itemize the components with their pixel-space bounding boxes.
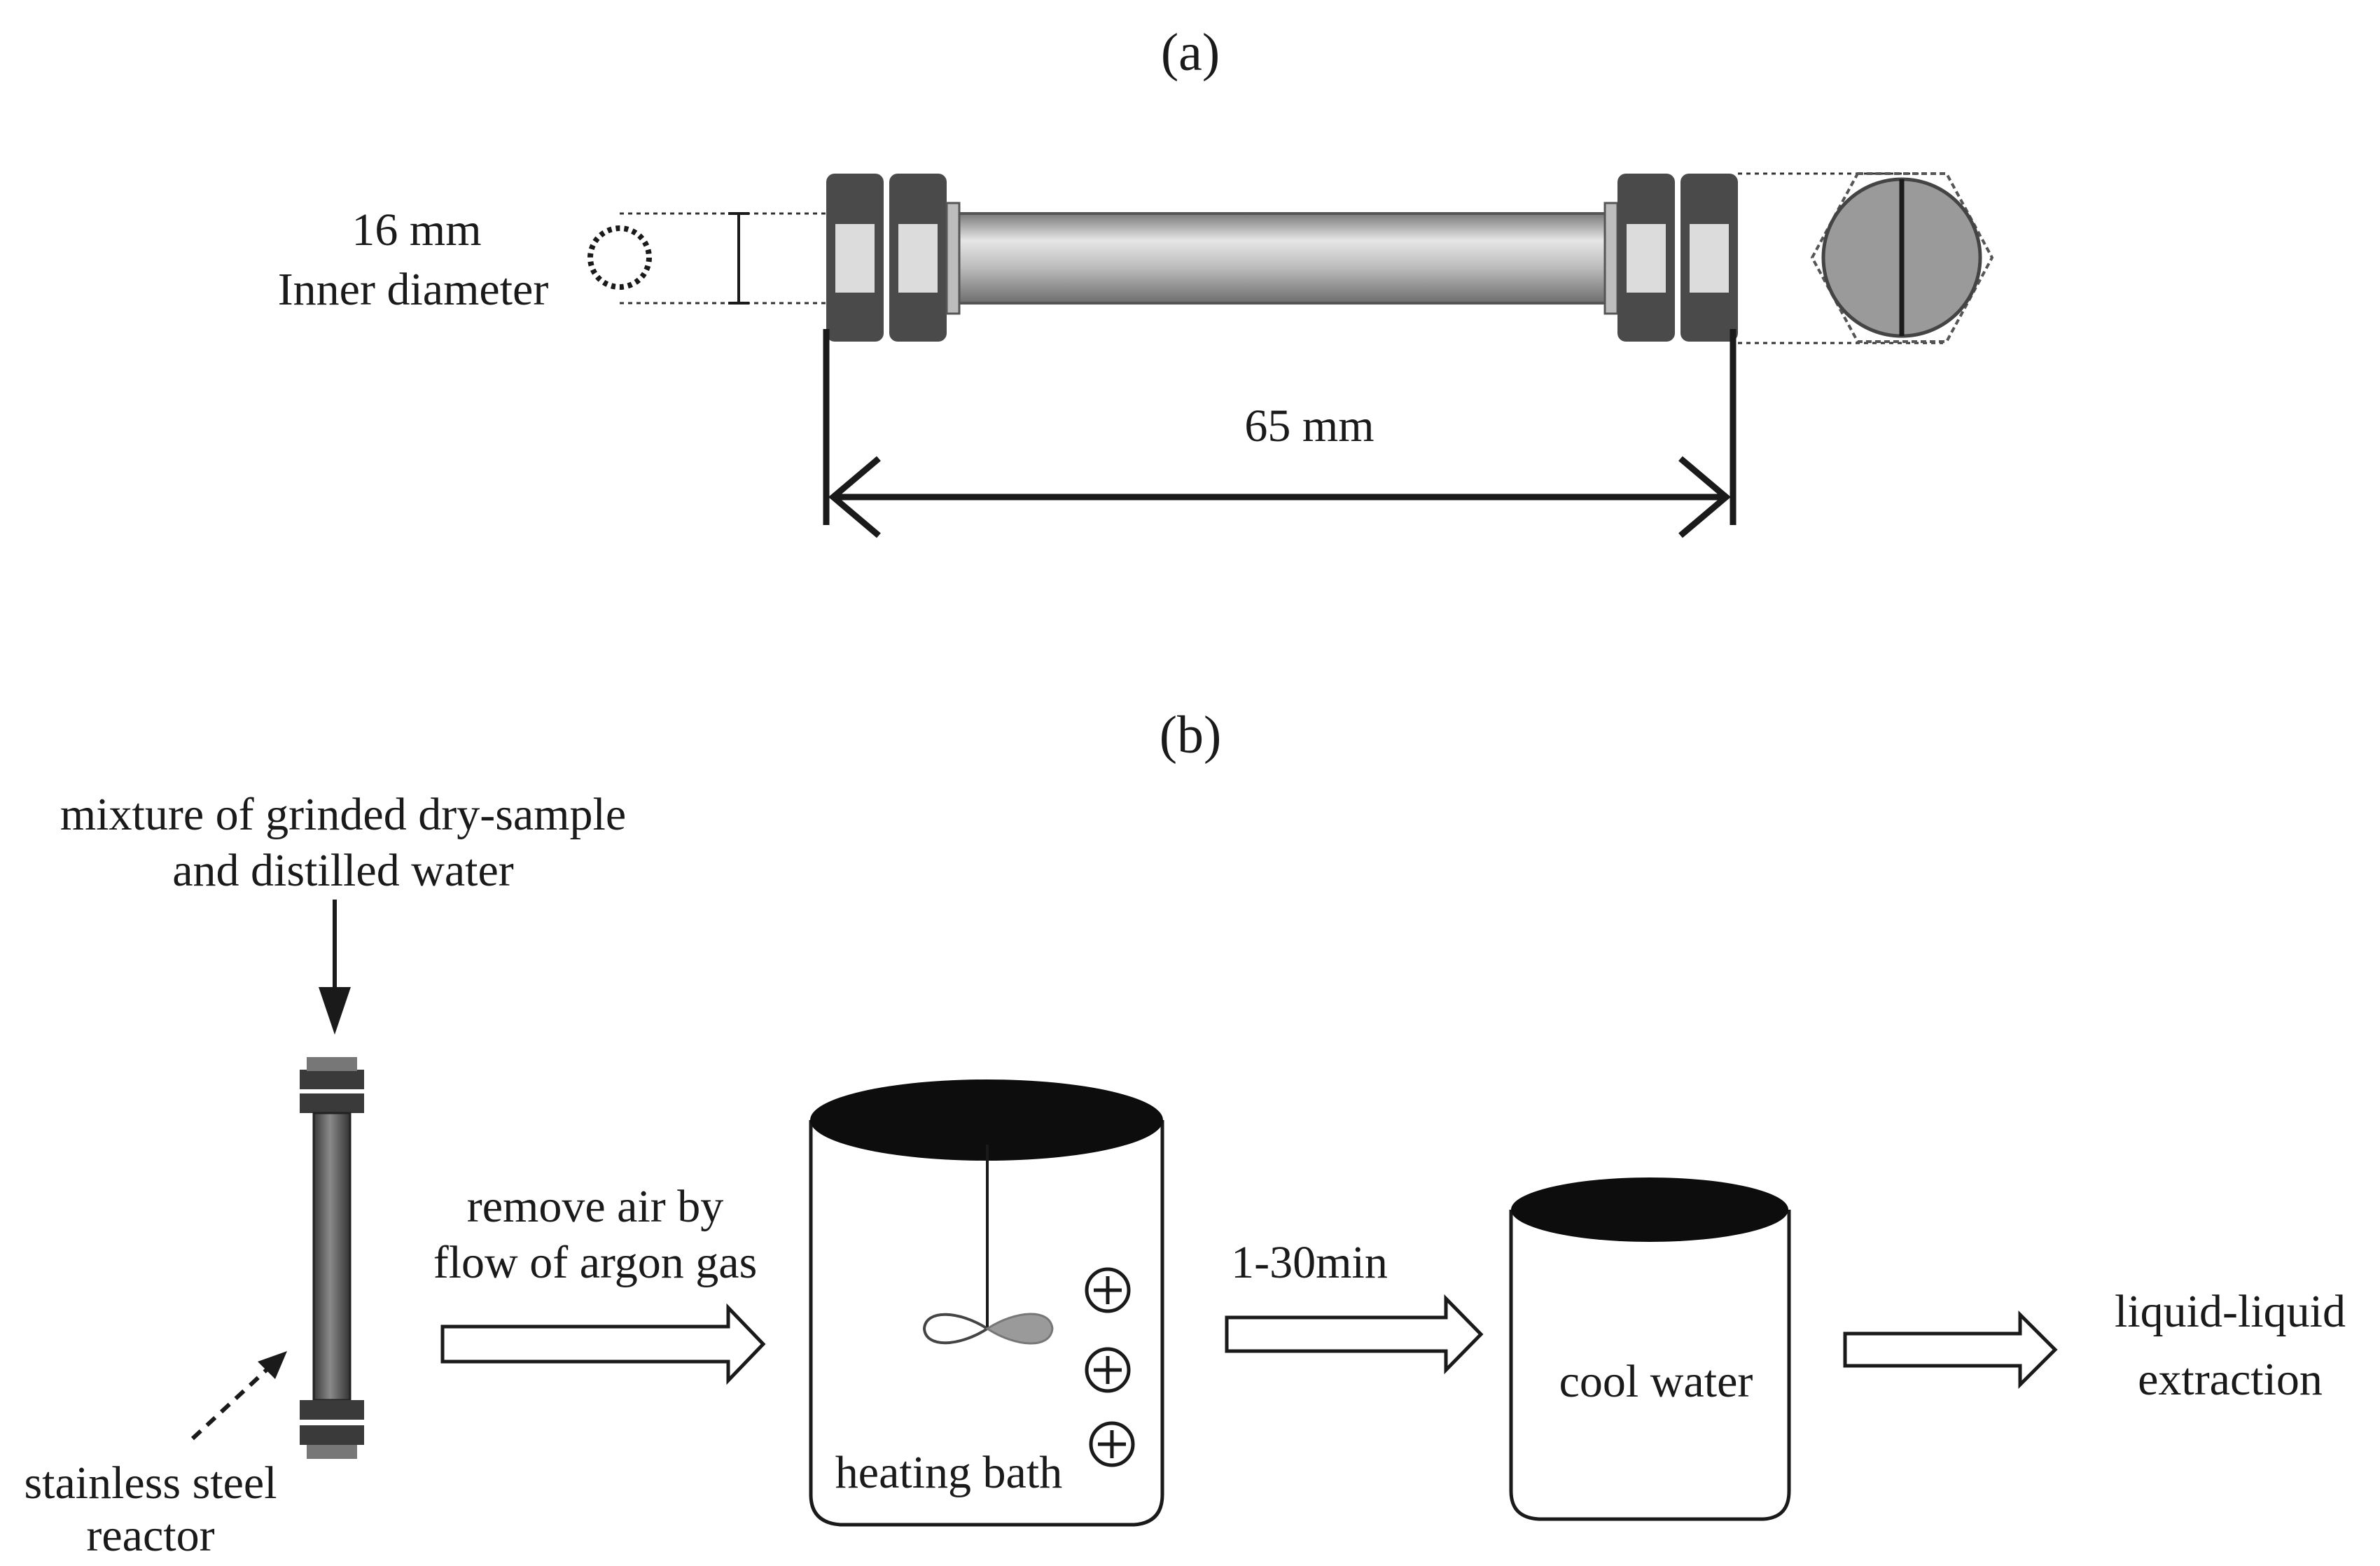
feed-label-line1: mixture of grinded dry-sample <box>60 789 626 840</box>
reactor-label-line2: reactor <box>86 1510 214 1561</box>
length-dimension-arrow <box>828 456 1731 538</box>
diameter-value-label: 16 mm <box>352 204 481 256</box>
left-fitting <box>826 174 961 342</box>
step1-hollow-arrow <box>440 1303 766 1385</box>
length-value-label: 65 mm <box>1244 400 1374 452</box>
stirrer-icon <box>922 1145 1054 1345</box>
final-label-line2: extraction <box>2138 1354 2323 1405</box>
reactor-label-line1: stainless steel <box>24 1457 277 1509</box>
panel-b-label: (b) <box>1160 706 1222 764</box>
reactor-tube-body <box>951 212 1626 305</box>
step1-label-line2: flow of argon gas <box>433 1237 758 1288</box>
cool-water-top <box>1511 1177 1788 1242</box>
panel-a-label: (a) <box>1161 23 1220 82</box>
ring-cross-section-icon <box>587 225 652 290</box>
vertical-reactor-body <box>312 1112 352 1401</box>
time-label: 1-30min <box>1231 1237 1388 1288</box>
vertical-reactor <box>300 1057 364 1459</box>
plus-circle-icon <box>1089 1421 1135 1467</box>
cool-water-bath <box>1509 1177 1791 1521</box>
step1-label-line1: remove air by <box>467 1181 724 1232</box>
feed-label-line2: and distilled water <box>172 845 514 896</box>
plus-circle-icon <box>1085 1347 1131 1393</box>
step3-hollow-arrow <box>1843 1310 2058 1390</box>
horizontal-reactor <box>826 174 1738 342</box>
diameter-caption-label: Inner diameter <box>278 264 549 315</box>
right-fitting <box>1603 174 1738 342</box>
final-label-line1: liquid-liquid <box>2115 1286 2346 1337</box>
feed-arrow <box>319 900 351 1035</box>
cool-water-label: cool water <box>1559 1356 1753 1407</box>
plus-circle-icon <box>1085 1267 1131 1313</box>
step2-hollow-arrow <box>1225 1294 1484 1375</box>
reactor-pointer-arrow <box>190 1351 287 1441</box>
hex-end-cap-icon <box>1810 172 1994 343</box>
heating-bath-top <box>810 1079 1163 1161</box>
heating-bath-label: heating bath <box>835 1447 1062 1498</box>
